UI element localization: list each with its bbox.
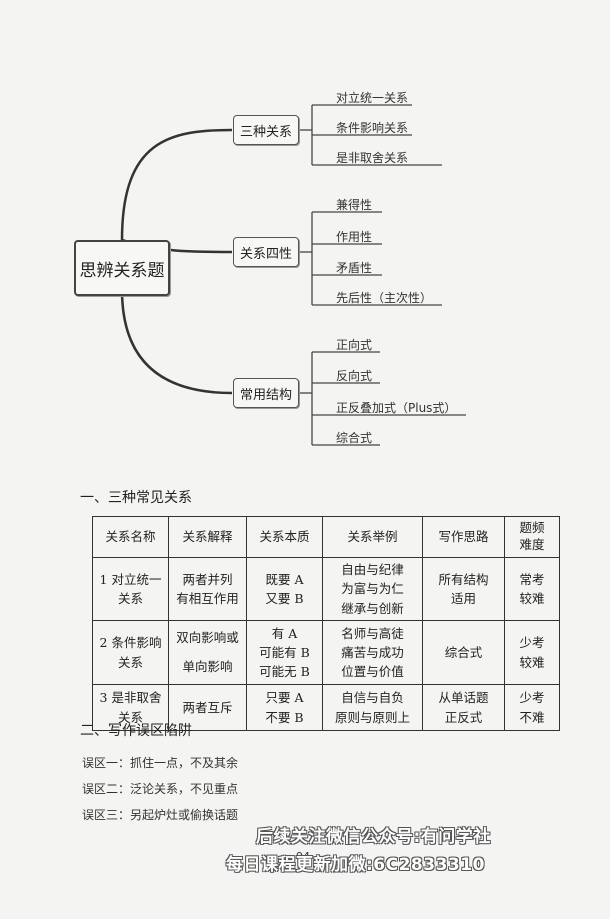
mindmap-leaf: 作用性 (336, 230, 373, 244)
table-cell: 少考 较难 (504, 620, 560, 686)
table-cell: 2 条件影响 关系 (92, 620, 169, 686)
cell-line: 从单话题 (438, 690, 489, 706)
mindmap-branch-four-properties: 关系四性 (233, 237, 299, 267)
table-cell: 少考 不难 (504, 684, 560, 732)
pitfall-item-3: 误区三：另起炉灶或偷换话题 (82, 808, 239, 822)
cell-line: 继承与创新 (341, 600, 404, 616)
table-header-cell: 题频难度 (504, 516, 560, 558)
section-title-pitfalls: 二、写作误区陷阱 (80, 723, 192, 739)
cell-line: 可能无 B (259, 664, 310, 680)
mindmap-root-label: 思辨关系题 (79, 260, 165, 281)
cell-line: 所有结构 (438, 571, 489, 587)
mindmap-leaf: 矛盾性 (336, 261, 373, 275)
cell-line: 双向影响或 (176, 629, 239, 645)
table-header-cell: 关系解释 (168, 516, 247, 558)
cell-line: 3 是非取舍 (99, 690, 162, 706)
cell-line: 又要 B (265, 591, 304, 607)
table-header-cell: 关系举例 (322, 516, 423, 558)
cell-line: 自信与自负 (341, 690, 404, 706)
cell-line: 正反式 (444, 709, 483, 725)
cell-line: 综合式 (444, 644, 483, 660)
watermark-line-2: 每日课程更新加微:6C2833310 (226, 855, 485, 875)
cell-line: 少考 (519, 635, 545, 651)
cell-line: 可能有 B (259, 644, 310, 660)
cell-line: 有相互作用 (176, 591, 239, 607)
mindmap-leaf: 条件影响关系 (336, 121, 409, 135)
cell-line: 有 A (271, 625, 298, 641)
cell-line: 少考 (519, 690, 545, 706)
table-cell: 既要 A 又要 B (246, 556, 323, 622)
table-cell: 两者互斥 (168, 684, 247, 732)
cell-line: 只要 A (265, 690, 304, 706)
section-title-relations: 一、三种常见关系 (80, 490, 192, 506)
table-cell: 自信与自负 原则与原则上 (322, 684, 423, 732)
table-header-cell: 关系名称 (92, 516, 169, 558)
table-cell: 从单话题 正反式 (422, 684, 505, 732)
cell-line: 关系 (117, 709, 143, 725)
mindmap-leaf: 兼得性 (336, 198, 373, 212)
pitfall-item-2: 误区二：泛论关系，不见重点 (82, 782, 239, 796)
cell-line: 原则与原则上 (334, 709, 410, 725)
table-header-row: 关系名称 关系解释 关系本质 关系举例 写作思路 题频难度 (92, 516, 560, 558)
cell-line: 为富与为仁 (341, 581, 404, 597)
watermark-line-1: 后续关注微信公众号:有问学社 (256, 827, 491, 847)
mindmap-branch-three-relations: 三种关系 (233, 115, 299, 145)
header-freq-text: 题频难度 (519, 520, 545, 552)
mindmap-connectors (120, 104, 466, 446)
cell-line: 两者互斥 (182, 699, 233, 715)
cell-line: 较难 (519, 591, 545, 607)
cell-line: 关系 (117, 591, 143, 607)
table-cell: 综合式 (422, 620, 505, 686)
branch-label: 三种关系 (239, 124, 292, 140)
cell-line: 适用 (450, 591, 476, 607)
cell-line: 关系 (117, 654, 143, 670)
mindmap-leaf: 是非取舍关系 (336, 151, 409, 165)
pitfall-item-1: 误区一：抓住一点，不及其余 (82, 756, 239, 770)
table-cell: 常考 较难 (504, 556, 560, 622)
mindmap-leaf: 综合式 (336, 431, 373, 445)
mindmap-leaf: 正向式 (336, 338, 373, 352)
table-cell: 双向影响或 单向影响 (168, 620, 247, 686)
cell-line: 不难 (519, 709, 545, 725)
table-cell: 只要 A 不要 B (246, 684, 323, 732)
table-cell: 有 A 可能有 B 可能无 B (246, 620, 323, 686)
table-cell: 3 是非取舍 关系 (92, 684, 169, 732)
table-header-cell: 关系本质 (246, 516, 323, 558)
table-row: 2 条件影响 关系 双向影响或 单向影响 有 A 可能有 B 可能无 B 名师与… (92, 620, 560, 686)
page-number: 94 (296, 850, 310, 863)
cell-line: 常考 (519, 571, 545, 587)
cell-line: 名师与高徒 (341, 625, 404, 641)
cell-line: 两者并列 (182, 571, 233, 587)
table-cell: 自由与纪律 为富与为仁 继承与创新 (322, 556, 423, 622)
cell-line: 痛苦与成功 (341, 644, 404, 660)
cell-line: 单向影响 (182, 658, 233, 674)
table-row: 3 是非取舍 关系 两者互斥 只要 A 不要 B 自信与自负 原则与原则上 从单… (92, 684, 560, 732)
branch-label: 关系四性 (239, 246, 292, 262)
mindmap-leaf: 正反叠加式（Plus式） (336, 401, 457, 415)
mindmap-leaf: 先后性（主次性） (336, 291, 433, 305)
cell-line: 既要 A (265, 571, 304, 587)
table-cell: 1 对立统一 关系 (92, 556, 169, 622)
mindmap-root-node: 思辨关系题 (74, 240, 170, 296)
table-cell: 名师与高徒 痛苦与成功 位置与价值 (322, 620, 423, 686)
cell-line: 自由与纪律 (341, 562, 404, 577)
cell-line: 较难 (519, 654, 545, 670)
relations-table: 关系名称 关系解释 关系本质 关系举例 写作思路 题频难度 1 对立统一 关系 … (92, 516, 560, 732)
cell-line: 不要 B (265, 709, 304, 725)
table-row: 1 对立统一 关系 两者并列 有相互作用 既要 A 又要 B 自由与纪律 为富与… (92, 556, 560, 622)
cell-line: 位置与价值 (341, 664, 404, 680)
table-header-cell: 写作思路 (422, 516, 505, 558)
mindmap-leaf: 反向式 (336, 369, 373, 383)
cell-line: 1 对立统一 (99, 571, 162, 587)
table-cell: 两者并列 有相互作用 (168, 556, 247, 622)
table-cell: 所有结构 适用 (422, 556, 505, 622)
mindmap-branch-common-structures: 常用结构 (233, 378, 299, 408)
mindmap-leaf: 对立统一关系 (336, 91, 409, 105)
branch-label: 常用结构 (239, 387, 292, 403)
cell-line: 2 条件影响 (99, 635, 162, 651)
